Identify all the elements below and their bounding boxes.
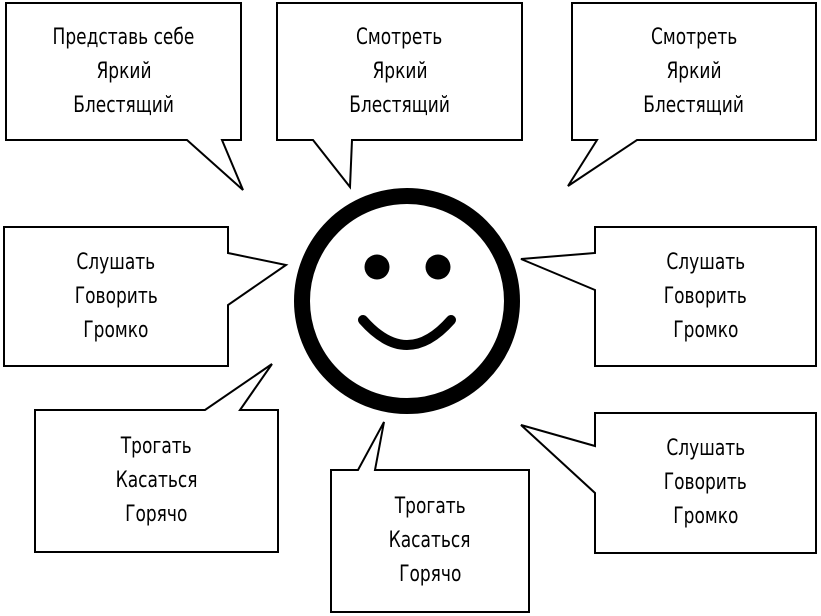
speech-bubble-listen-left — [3, 226, 289, 367]
speech-bubble-touch-left — [34, 363, 279, 553]
speech-bubble-listen-right — [520, 226, 817, 367]
speech-bubble-shapes — [3, 2, 817, 613]
speech-bubble-imagine — [5, 2, 244, 191]
smile-mouth — [358, 315, 456, 350]
speech-bubble-touch-bottom — [330, 421, 530, 613]
speech-bubble-see-right — [567, 2, 817, 187]
right-eye — [425, 254, 451, 280]
smiley-face-icon — [294, 188, 520, 414]
left-eye — [364, 254, 390, 280]
speech-bubble-listen-bottom-right — [520, 412, 817, 554]
speech-bubble-see-center — [276, 2, 523, 190]
face-outline — [294, 188, 520, 414]
